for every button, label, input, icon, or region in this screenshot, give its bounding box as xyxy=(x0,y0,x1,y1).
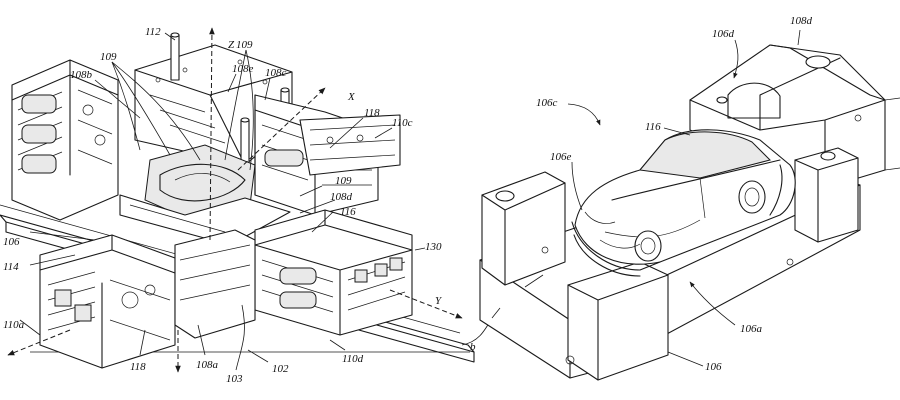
front-left-die-block xyxy=(39,234,176,369)
car-cradle xyxy=(571,164,783,277)
label-118-a: 118 xyxy=(364,107,380,119)
label-108e: 108e xyxy=(232,63,254,75)
label-109-a: 109 xyxy=(100,51,117,63)
vehicle-body xyxy=(574,129,796,265)
label-108d: 108d xyxy=(330,191,353,203)
label-118-b: 118 xyxy=(130,361,146,373)
label-109-c: 109 xyxy=(335,175,352,187)
axis-label-z: Z xyxy=(228,39,235,51)
label-116-right: 116 xyxy=(645,121,661,133)
label-130: 130 xyxy=(425,241,442,253)
front-bottom-block xyxy=(174,229,256,339)
label-108c: 108c xyxy=(265,67,287,79)
label-110a: 110a xyxy=(3,319,25,331)
label-110c: 110c xyxy=(392,117,413,129)
axis-label-y: Y xyxy=(435,295,443,307)
label-106e: 106e xyxy=(550,151,572,163)
label-110d: 110d xyxy=(342,353,364,365)
label-106: 106 xyxy=(3,236,20,248)
label-108a: 108a xyxy=(196,359,219,371)
label-106-right: 106 xyxy=(705,361,722,373)
label-116: 116 xyxy=(340,206,356,218)
label-114: 114 xyxy=(3,261,19,273)
center-cavity xyxy=(119,144,291,246)
label-106a: 106a xyxy=(740,323,763,335)
label-109-b: 109 xyxy=(236,39,253,51)
label-108b: 108b xyxy=(70,69,93,81)
leader-lines-right xyxy=(491,29,801,367)
u-shaped-holder xyxy=(479,147,861,381)
leader-lines-left xyxy=(19,32,426,371)
lower-right-die-block xyxy=(254,209,413,336)
axis-indicators xyxy=(7,27,463,373)
label-106c: 106c xyxy=(536,97,558,109)
label-112: 112 xyxy=(145,26,161,38)
holder-with-car-drawing: 106d 108d 106c 116 106e 106a 106 xyxy=(479,15,900,381)
label-106d: 106d xyxy=(712,28,735,40)
label-102: 102 xyxy=(272,363,289,375)
casting-machine-drawing: 112 109 109 108b 108e 108c 118 110c 109 … xyxy=(0,26,493,385)
label-108d-right: 108d xyxy=(790,15,813,27)
connector-b-mark: b xyxy=(470,341,476,353)
axis-label-x: X xyxy=(347,91,356,103)
left-die-block xyxy=(11,59,119,221)
shot-arm-110c xyxy=(299,114,401,176)
label-103: 103 xyxy=(226,373,243,385)
